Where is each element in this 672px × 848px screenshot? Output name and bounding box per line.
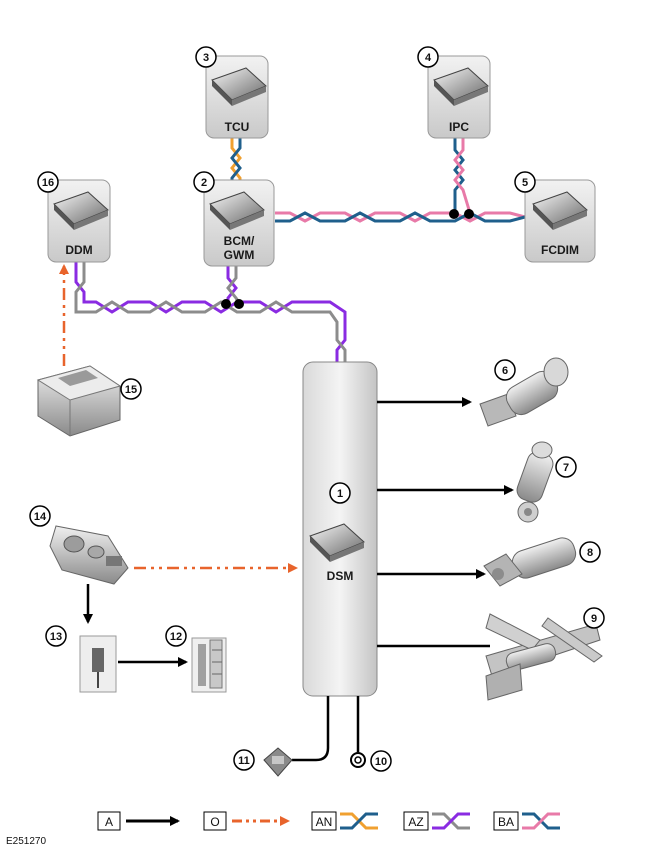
legend-an-label: AN (316, 815, 333, 829)
callout-10: 10 (370, 750, 392, 772)
bcm-label-line1: BCM/ (224, 234, 255, 248)
switch-chain (83, 584, 188, 667)
legend-a-label: A (105, 815, 113, 829)
dsm-module: DSM (302, 361, 378, 697)
connector-12 (191, 637, 227, 693)
dsm-outputs (292, 397, 514, 762)
legend-o-label: O (210, 815, 219, 829)
bcm-splice-1 (221, 299, 231, 309)
network-wires (74, 138, 526, 362)
svg-text:6: 6 (502, 365, 508, 377)
legend-ba-label: BA (498, 815, 514, 829)
bcm-label-line2: GWM (224, 248, 255, 262)
legend-an: AN (311, 811, 378, 831)
svg-text:8: 8 (587, 547, 593, 559)
bcm-fcdim-wire-pink (275, 211, 526, 223)
svg-text:14: 14 (34, 511, 47, 523)
ddm-module: DDM (47, 179, 111, 263)
dsm-chip-icon (309, 523, 365, 562)
svg-text:9: 9 (591, 613, 597, 625)
ipc-wire-pink (453, 138, 472, 214)
callout-9: 9 (583, 607, 605, 629)
svg-text:11: 11 (238, 755, 250, 767)
callout-16: 16 (37, 171, 59, 193)
seat-switch-14 (49, 525, 129, 585)
fcdim-label: FCDIM (541, 243, 579, 257)
bcm-gwm-module: BCM/ GWM (203, 179, 275, 267)
callout-12: 12 (165, 625, 187, 647)
callout-7: 7 (555, 456, 577, 478)
seat-track-9 (485, 613, 603, 701)
fcdim-module: FCDIM (524, 179, 596, 263)
ddm-dsm-wire-grey (74, 262, 347, 362)
callout-6: 6 (494, 359, 516, 381)
callout-14: 14 (29, 505, 51, 527)
callout-3: 3 (195, 46, 217, 68)
bcm-fcdim-wire-blue (275, 211, 526, 223)
bcm-splice-2 (234, 299, 244, 309)
ground-10 (350, 752, 366, 768)
figure-id: E251270 (6, 836, 46, 847)
ipc-chip-icon (433, 67, 489, 106)
ipc-splice-1 (449, 209, 459, 219)
bcm-chip-icon (209, 191, 265, 230)
tcu-module: TCU (205, 55, 269, 139)
callout-4: 4 (417, 46, 439, 68)
svg-text:13: 13 (50, 631, 62, 643)
svg-text:16: 16 (42, 177, 54, 189)
callout-2: 2 (193, 171, 215, 193)
legend-ba: BA (493, 811, 560, 831)
ddm-label: DDM (65, 243, 92, 257)
relay-13 (79, 635, 117, 693)
fuse-11 (263, 747, 293, 777)
ipc-splice-2 (464, 209, 474, 219)
fcdim-chip-icon (532, 191, 588, 230)
tcu-label: TCU (225, 120, 250, 134)
svg-text:1: 1 (337, 488, 343, 500)
svg-text:12: 12 (170, 631, 182, 643)
callout-15: 15 (120, 378, 142, 400)
dsm-label: DSM (327, 569, 354, 583)
svg-text:15: 15 (125, 384, 137, 396)
svg-text:5: 5 (522, 177, 528, 189)
callout-5: 5 (514, 171, 536, 193)
callout-11: 11 (233, 749, 255, 771)
legend-az: AZ (403, 811, 470, 831)
tcu-bcm-wire-blue (230, 138, 242, 186)
ipc-module: IPC (427, 55, 491, 139)
ddm-dsm-wire-purple (74, 262, 347, 362)
wire-to-fuse (292, 696, 330, 762)
motor-6 (479, 357, 569, 427)
callout-1: 1 (329, 482, 351, 504)
legend-az-label: AZ (408, 815, 423, 829)
svg-text:4: 4 (425, 52, 432, 64)
motor-7 (516, 441, 554, 523)
ipc-label: IPC (449, 120, 469, 134)
svg-text:10: 10 (375, 756, 387, 768)
ddm-chip-icon (53, 191, 109, 230)
legend-rf: O (203, 811, 290, 831)
motor-8 (483, 537, 577, 587)
callouts: 1 2 3 4 5 6 7 8 9 10 11 12 13 14 15 16 (29, 46, 605, 772)
svg-text:3: 3 (203, 52, 209, 64)
tcu-chip-icon (211, 67, 267, 106)
ipc-wire-blue (453, 138, 465, 213)
svg-text:2: 2 (201, 177, 207, 189)
rf-links (59, 264, 298, 573)
legend: A O AN AZ BA (97, 811, 560, 831)
legend-hardwired: A (97, 811, 180, 831)
callout-8: 8 (579, 541, 601, 563)
memory-module-15 (36, 365, 122, 437)
callout-13: 13 (45, 625, 67, 647)
svg-text:7: 7 (563, 462, 569, 474)
